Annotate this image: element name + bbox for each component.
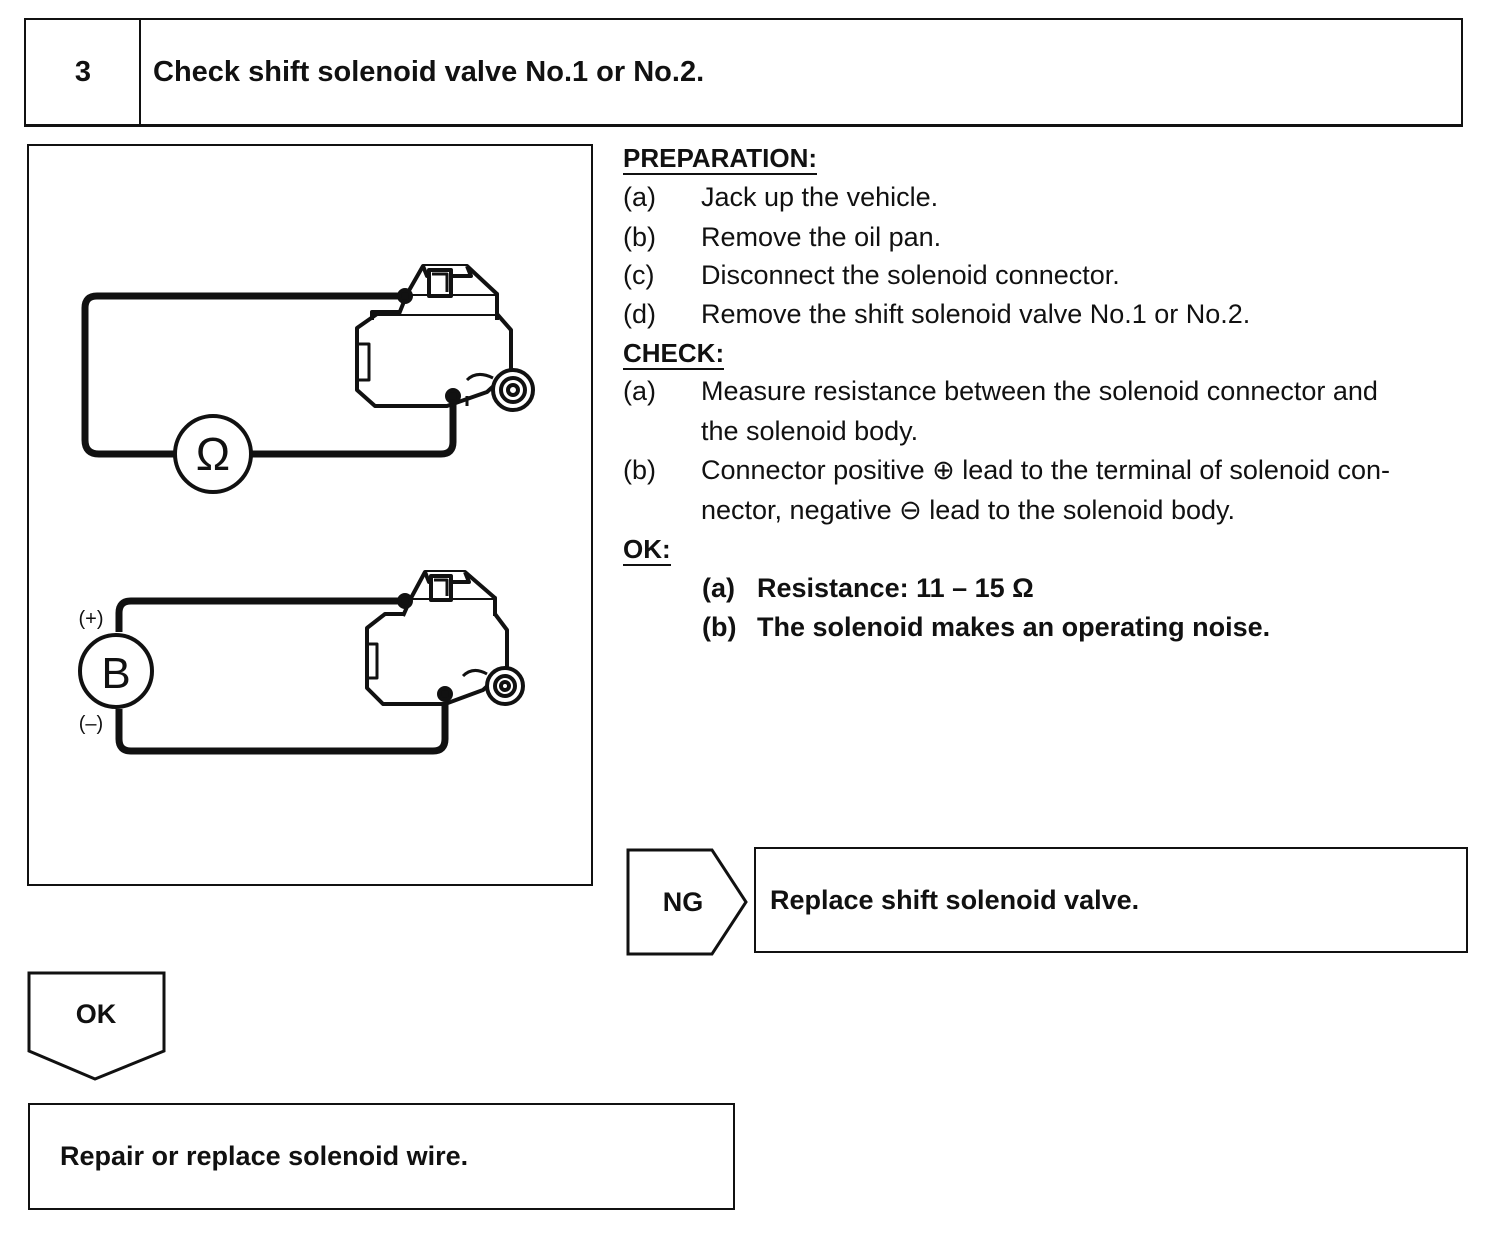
ok-tag-label: OK [75, 998, 117, 1029]
svg-text:B: B [101, 649, 130, 698]
ok-spec-b: (b)The solenoid makes an operating noise… [702, 612, 1271, 642]
solenoid-valve-top-icon [355, 264, 535, 412]
ok-spec-a: (a)Resistance: 11 – 15 Ω [702, 573, 1034, 603]
ok-spec-heading: OK: [623, 534, 671, 566]
battery-icon: B [78, 633, 154, 709]
step-number: 3 [24, 18, 140, 127]
preparation-heading: PREPARATION: [623, 143, 818, 175]
solenoid-circuit-diagram: Ω B (+) (–) [78, 264, 535, 755]
check-heading: CHECK: [623, 338, 725, 370]
ok-arrow-tag [27, 971, 166, 1081]
battery-negative-label: (–) [79, 713, 103, 735]
ng-arrow-tag [626, 848, 748, 956]
ng-result-box: Replace shift solenoid valve. [754, 847, 1468, 953]
solenoid-valve-bottom-icon [365, 570, 525, 706]
battery-positive-label: (+) [79, 608, 104, 630]
ng-tag-label: NG [662, 886, 704, 917]
step-title: Check shift solenoid valve No.1 or No.2. [139, 18, 1463, 127]
solenoid-test-figure [27, 144, 593, 886]
svg-text:Ω: Ω [196, 428, 230, 480]
ok-result-box: Repair or replace solenoid wire. [28, 1103, 735, 1210]
ohmmeter-icon: Ω [173, 414, 253, 494]
